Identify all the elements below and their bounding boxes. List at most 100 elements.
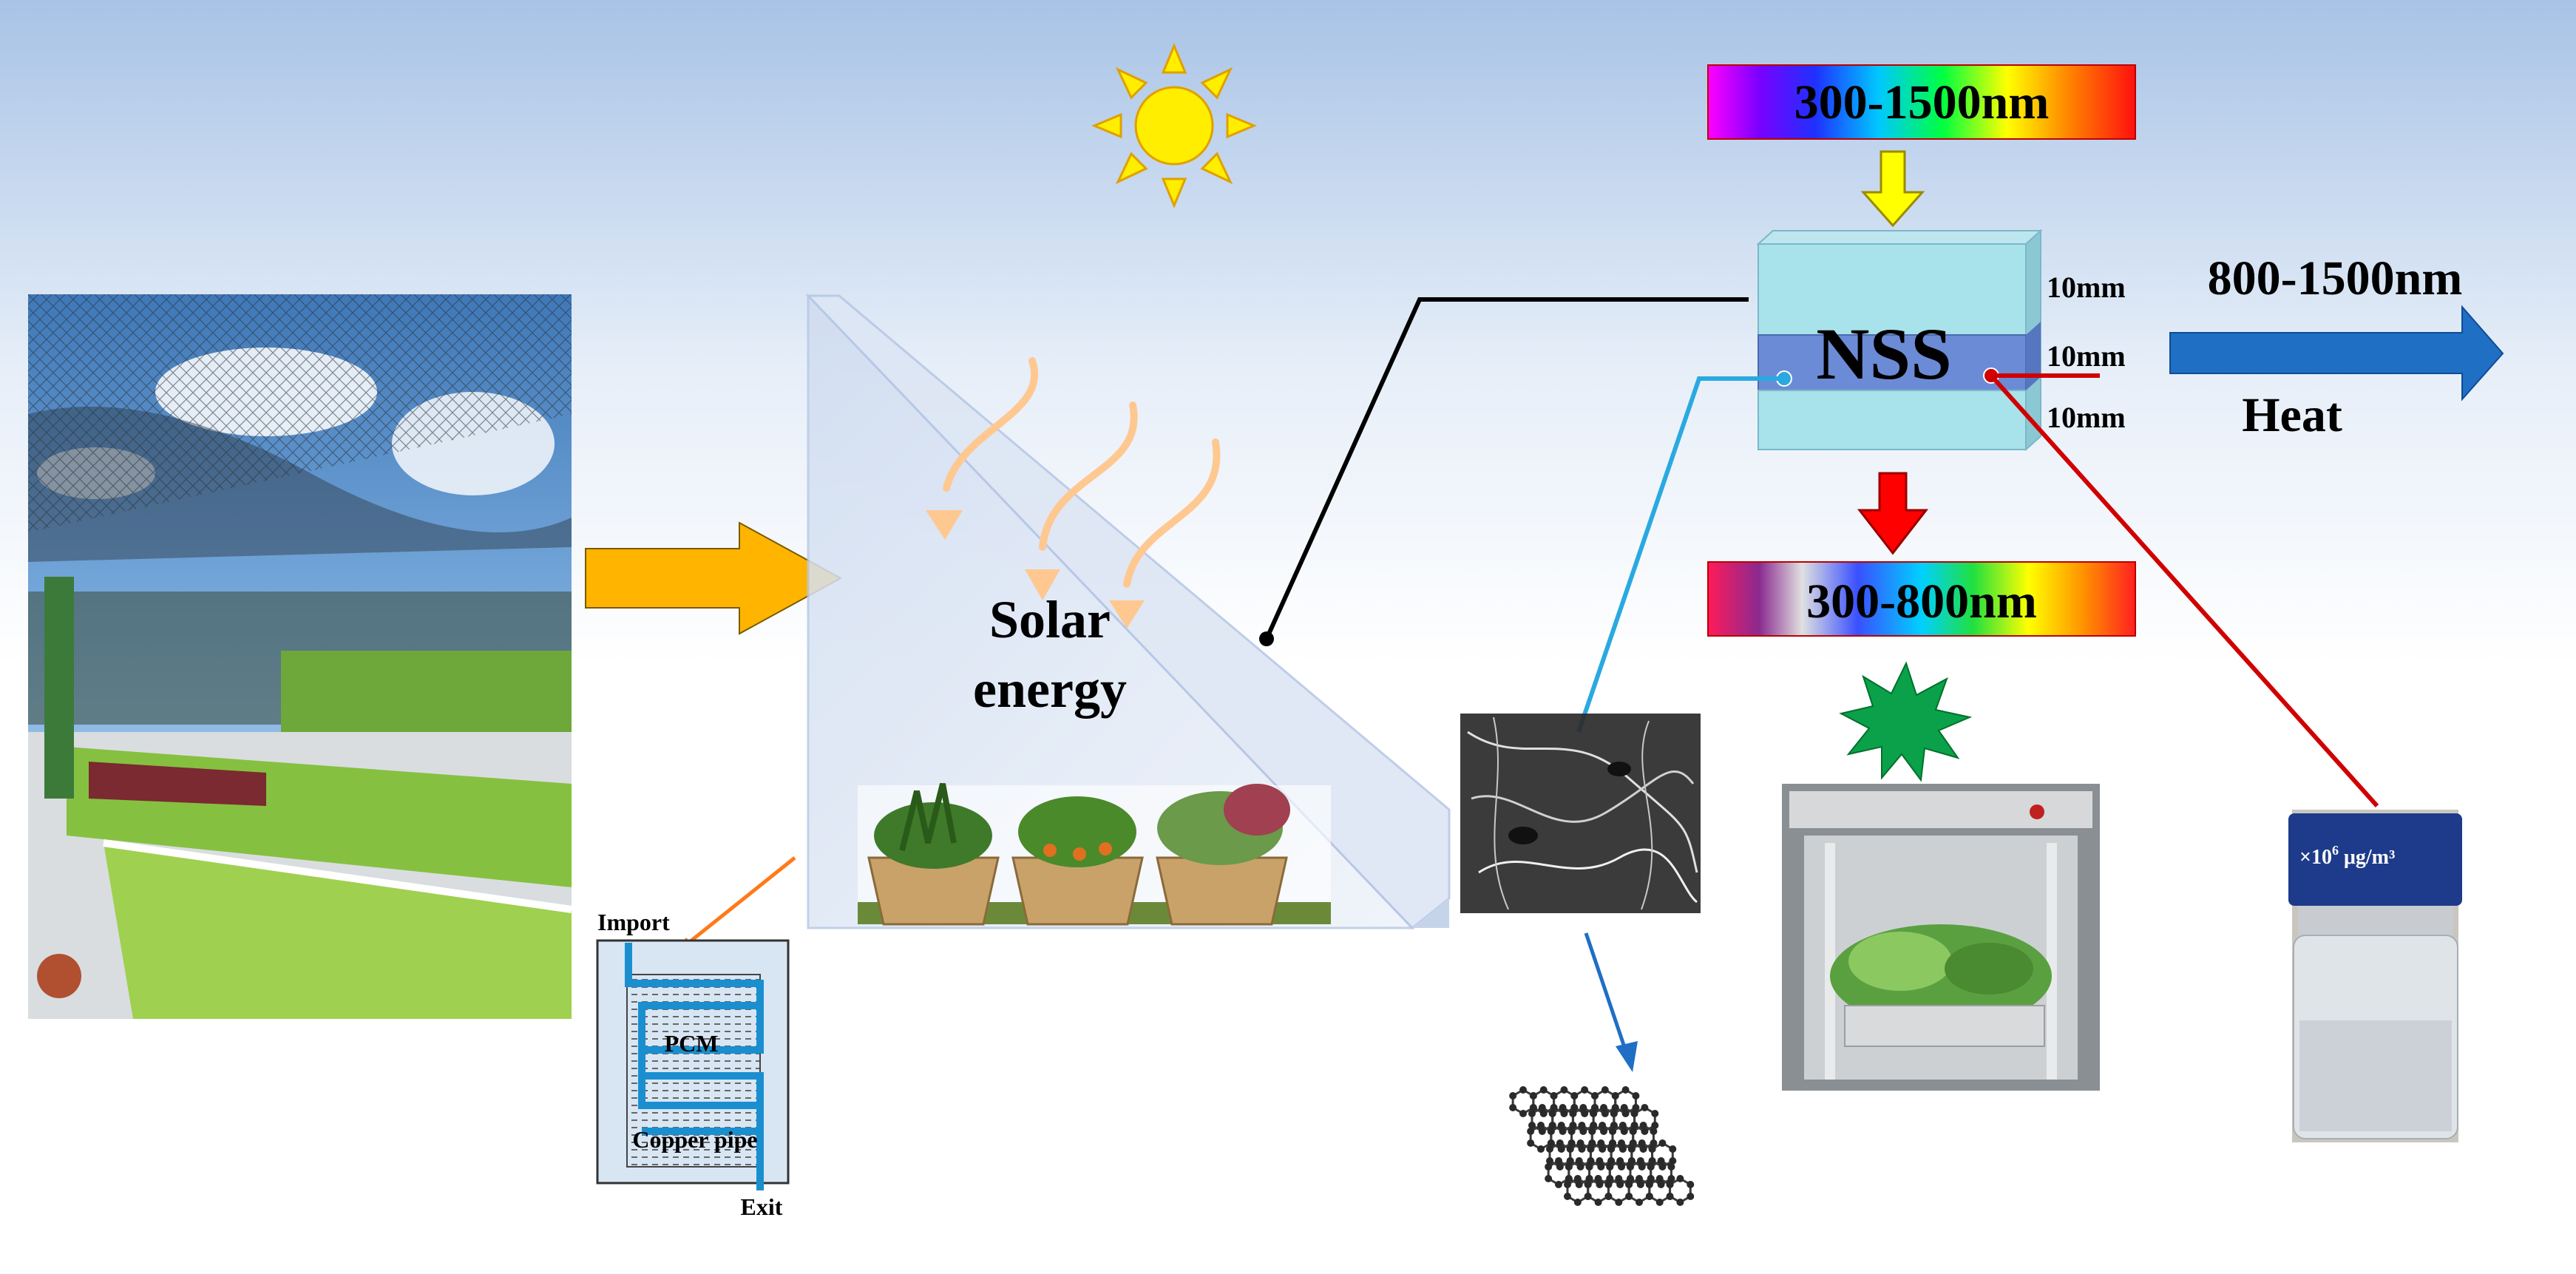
graphene-atom — [1599, 1122, 1607, 1129]
grow-box-photo — [1782, 784, 2100, 1091]
graphene-atom — [1547, 1128, 1555, 1135]
graphene-atom — [1578, 1145, 1586, 1153]
greenhouse-photo — [28, 294, 572, 1019]
graphene-atom — [1607, 1157, 1616, 1165]
layer-thickness-middle: 10mm — [2047, 339, 2126, 373]
graphene-atom — [1585, 1175, 1593, 1182]
graphene-atom — [1566, 1145, 1574, 1153]
graphene-atom — [1548, 1110, 1556, 1117]
graphene-atom — [1560, 1086, 1568, 1094]
graphene-atom — [1597, 1163, 1605, 1170]
graphene-atom — [1545, 1163, 1553, 1170]
graphene-atom — [1619, 1122, 1627, 1129]
graphene-atom — [1630, 1122, 1638, 1129]
graphene-atom — [1601, 1110, 1609, 1117]
graphene-lattice-icon — [1509, 1086, 1695, 1206]
graphene-atom — [1657, 1157, 1665, 1165]
graphene-atom — [1594, 1199, 1602, 1206]
graphene-atom — [1576, 1163, 1584, 1170]
graphene-atom — [1626, 1175, 1634, 1182]
graphene-atom — [1636, 1157, 1644, 1165]
graphene-atom — [1559, 1104, 1567, 1111]
graphene-atom — [1629, 1128, 1637, 1135]
graphene-atom — [1565, 1175, 1573, 1182]
graphene-atom — [1590, 1122, 1598, 1129]
graphene-atom — [1565, 1163, 1573, 1170]
graphene-atom — [1601, 1086, 1609, 1094]
graphene-atom — [1509, 1092, 1517, 1099]
graphene-atom — [1639, 1145, 1647, 1153]
graphene-atom — [1546, 1145, 1553, 1153]
graphene-atom — [1594, 1175, 1602, 1182]
graphene-atom — [1621, 1086, 1630, 1094]
graphene-atom — [1585, 1163, 1593, 1170]
graphene-atom — [1564, 1181, 1571, 1188]
red-arrow-down — [1857, 472, 1929, 555]
graphene-atom — [1590, 1104, 1599, 1111]
graphene-atom — [1587, 1157, 1595, 1165]
graphene-atom — [1547, 1139, 1555, 1147]
graphene-atom — [1687, 1181, 1695, 1188]
graphene-atom — [1645, 1193, 1653, 1200]
nss-to-fiber-line — [1576, 376, 1784, 733]
graphene-atom — [1584, 1193, 1592, 1200]
graphene-atom — [1617, 1139, 1625, 1147]
layer-thickness-bottom: 10mm — [2047, 401, 2126, 434]
graphene-atom — [1546, 1157, 1553, 1165]
graphene-atom — [1676, 1175, 1684, 1182]
graphene-atom — [1638, 1139, 1646, 1147]
graphene-atom — [1573, 1199, 1582, 1206]
sunbeam-icon — [926, 357, 1221, 628]
nss-block — [1756, 228, 2043, 452]
spectrum-output-bar — [1707, 561, 2136, 637]
graphene-atom — [1636, 1181, 1644, 1188]
graphene-atom — [1651, 1122, 1659, 1129]
graphene-atom — [1599, 1104, 1607, 1111]
graphene-atom — [1599, 1145, 1607, 1153]
graphene-atom — [1608, 1128, 1616, 1135]
graphene-atom — [1569, 1110, 1577, 1117]
graphene-atom — [1625, 1193, 1633, 1200]
graphene-atom — [1627, 1157, 1636, 1165]
graphene-atom — [1588, 1139, 1596, 1147]
graphene-atom — [1626, 1163, 1634, 1170]
pcm-exit-label: Exit — [741, 1193, 783, 1220]
graphene-atom — [1619, 1145, 1627, 1153]
graphene-atom — [1560, 1110, 1568, 1117]
graphene-atom — [1604, 1193, 1613, 1200]
graphene-atom — [1647, 1175, 1655, 1182]
graphene-atom — [1669, 1157, 1677, 1165]
graphene-arrow-line — [1584, 932, 1629, 1054]
graphene-atom — [1590, 1110, 1598, 1117]
pcm-label: PCM — [665, 1030, 719, 1057]
fiber-sem-image — [1460, 714, 1701, 913]
graphene-atom — [1564, 1193, 1571, 1200]
graphene-atom — [1575, 1157, 1583, 1165]
graphene-atom — [1620, 1128, 1628, 1135]
graphene-atom — [1581, 1110, 1589, 1117]
graphene-atom — [1648, 1145, 1656, 1153]
graphene-atom — [1666, 1181, 1674, 1188]
graphene-atom — [1667, 1163, 1675, 1170]
graphene-atom — [1629, 1139, 1637, 1147]
graphene-atom — [1676, 1199, 1684, 1206]
graphene-atom — [1651, 1110, 1659, 1117]
solar-energy-label-line2: energy — [973, 660, 1127, 719]
graphene-atom — [1635, 1175, 1643, 1182]
graphene-atom — [1527, 1139, 1535, 1147]
graphene-atom — [1559, 1128, 1567, 1135]
potted-plants-photo — [858, 783, 1331, 926]
graphene-atom — [1570, 1104, 1579, 1111]
graphene-atom — [1638, 1163, 1646, 1170]
graphene-atom — [1527, 1128, 1535, 1135]
graphene-atom — [1567, 1128, 1576, 1135]
graphene-atom — [1607, 1145, 1616, 1153]
graphene-atom — [1550, 1104, 1558, 1111]
layer-thickness-top: 10mm — [2047, 271, 2126, 304]
heat-arrow — [2169, 305, 2504, 401]
orange-flow-arrow — [585, 521, 843, 635]
pcm-pointer-arrow — [682, 856, 796, 948]
graphene-atom — [1669, 1145, 1677, 1153]
graphene-atom — [1519, 1110, 1527, 1117]
graphene-atom — [1566, 1157, 1574, 1165]
